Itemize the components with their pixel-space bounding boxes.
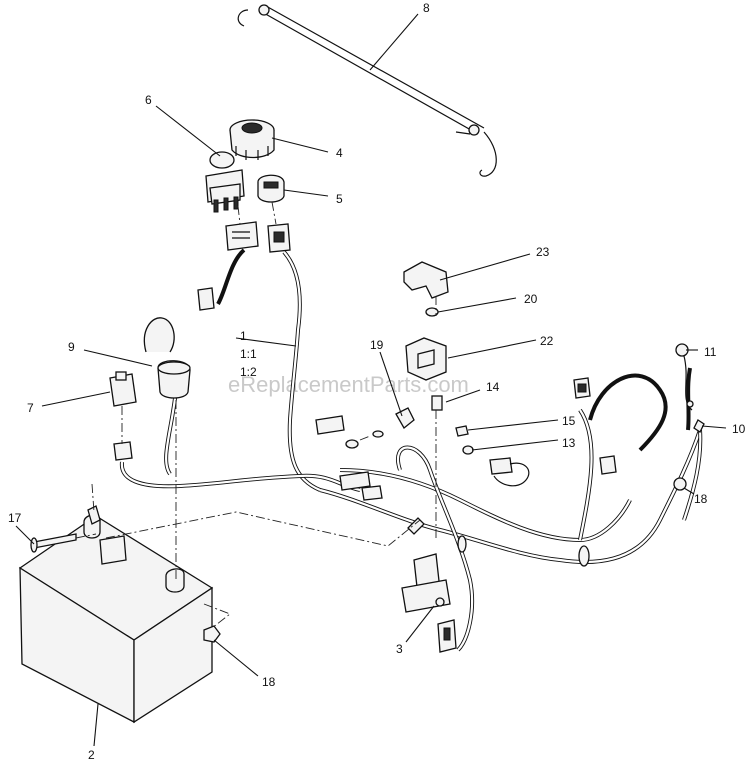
callout-17: 17 xyxy=(8,511,22,525)
callout-8: 8 xyxy=(423,1,430,15)
part-9-terminal-boot xyxy=(143,317,191,399)
callout-1-1: 1:1 xyxy=(240,347,257,361)
part-18-nut-left xyxy=(203,625,221,643)
part-6-switch xyxy=(205,151,245,213)
callout-13: 13 xyxy=(562,436,576,450)
callout-22: 22 xyxy=(540,334,554,348)
callout-20: 20 xyxy=(524,292,538,306)
callout-3: 3 xyxy=(396,642,403,656)
part-8-hook-rod xyxy=(237,4,497,177)
callout-18-left: 18 xyxy=(262,675,276,689)
part-19-clip xyxy=(345,407,415,449)
callout-6: 6 xyxy=(145,93,152,107)
callout-2: 2 xyxy=(88,748,95,762)
callout-23: 23 xyxy=(536,245,550,259)
callout-10: 10 xyxy=(732,422,746,436)
part-10-cable xyxy=(693,419,705,433)
part-5-key xyxy=(257,174,285,203)
part-22-holder xyxy=(405,337,447,381)
part-7-relay xyxy=(109,371,137,461)
part-15-screw xyxy=(455,425,469,437)
callout-9: 9 xyxy=(68,340,75,354)
part-17-bolt xyxy=(30,533,77,553)
callouts: 8 6 4 5 23 20 22 1 1:1 1:2 9 7 19 14 15 … xyxy=(8,1,746,762)
part-4-ignition-switch xyxy=(229,119,275,160)
part-1-wire-harness xyxy=(119,248,703,652)
callout-19: 19 xyxy=(370,338,384,352)
part-18-nut-right xyxy=(673,477,687,491)
callout-11: 11 xyxy=(704,345,717,359)
switch-connectors xyxy=(225,201,291,253)
part-2-battery xyxy=(18,505,214,724)
callout-5: 5 xyxy=(336,192,343,206)
callout-14: 14 xyxy=(486,380,500,394)
leader-lines xyxy=(15,13,727,747)
callout-1: 1 xyxy=(240,329,247,343)
callout-18-right: 18 xyxy=(694,492,708,506)
part-23-cover xyxy=(403,261,449,299)
callout-4: 4 xyxy=(336,146,343,160)
part-3-solenoid xyxy=(401,553,457,653)
part-13-washer xyxy=(462,445,474,455)
phantom-lines xyxy=(75,400,421,629)
part-14-bolt xyxy=(431,296,443,540)
callout-15: 15 xyxy=(562,414,576,428)
part-11-cable-end xyxy=(675,343,694,411)
callout-1-2: 1:2 xyxy=(240,365,257,379)
callout-7: 7 xyxy=(27,401,34,415)
